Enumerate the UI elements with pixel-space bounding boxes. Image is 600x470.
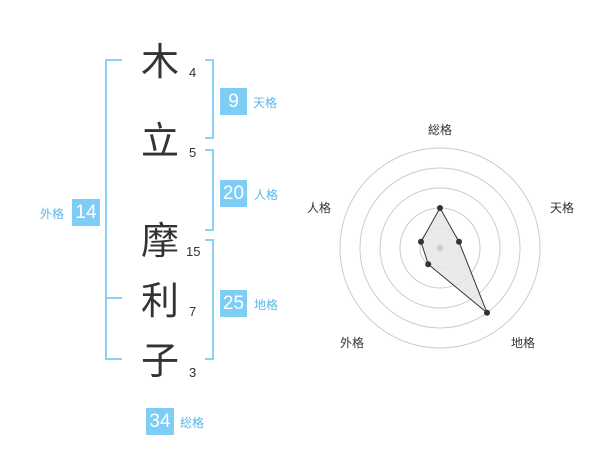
- stroke-count-1: 4: [189, 65, 197, 80]
- radar-axis-label-3: 地格: [511, 335, 535, 350]
- stroke-count-3: 15: [186, 244, 201, 259]
- jinkaku-label: 人格: [254, 188, 279, 202]
- chikaku-bracket: [205, 239, 214, 360]
- gaikaku-bracket-tick: [105, 297, 122, 299]
- radar-point-3: [484, 309, 490, 316]
- tenkaku-value-box: 9: [220, 88, 247, 115]
- name-char-5: 子: [140, 339, 179, 383]
- radar-axis-label-5: 人格: [307, 200, 331, 215]
- name-char-4: 利: [140, 279, 179, 323]
- radar-axis-label-4: 外格: [340, 335, 364, 350]
- stroke-count-5: 3: [189, 365, 197, 380]
- gaikaku-value-box: 14: [72, 199, 100, 226]
- name-char-3: 摩: [140, 219, 179, 263]
- chikaku-value-box: 25: [220, 290, 247, 317]
- radar-ring-2: [399, 207, 481, 289]
- name-char-1: 木: [140, 40, 179, 84]
- radar-point-4: [425, 261, 432, 268]
- radar-ring-1: [419, 227, 461, 269]
- radar-axis-label-1: 総格: [428, 122, 452, 137]
- jinkaku-bracket: [205, 149, 214, 231]
- name-char-2: 立: [140, 119, 179, 163]
- jinkaku-value-box: 20: [220, 180, 247, 207]
- soukaku-value-box: 34: [146, 408, 174, 435]
- radar-ring-3: [379, 187, 501, 309]
- tenkaku-bracket: [205, 59, 214, 139]
- radar-point-5: [418, 238, 424, 245]
- gaikaku-label: 外格: [40, 207, 65, 221]
- radar-ring-4: [359, 167, 521, 329]
- soukaku-label: 総格: [180, 416, 205, 430]
- radar-polygon: [420, 206, 488, 314]
- radar-point-1: [437, 205, 443, 211]
- stroke-count-4: 7: [189, 304, 197, 319]
- radar-ring-5: [339, 147, 541, 349]
- radar-axis-label-2: 天格: [550, 200, 574, 215]
- stroke-count-2: 5: [189, 145, 197, 160]
- tenkaku-label: 天格: [253, 96, 278, 110]
- gaikaku-bracket: [105, 59, 122, 360]
- radar-point-2: [456, 238, 462, 245]
- chikaku-label: 地格: [254, 298, 279, 312]
- radar-center-dot: [437, 245, 443, 251]
